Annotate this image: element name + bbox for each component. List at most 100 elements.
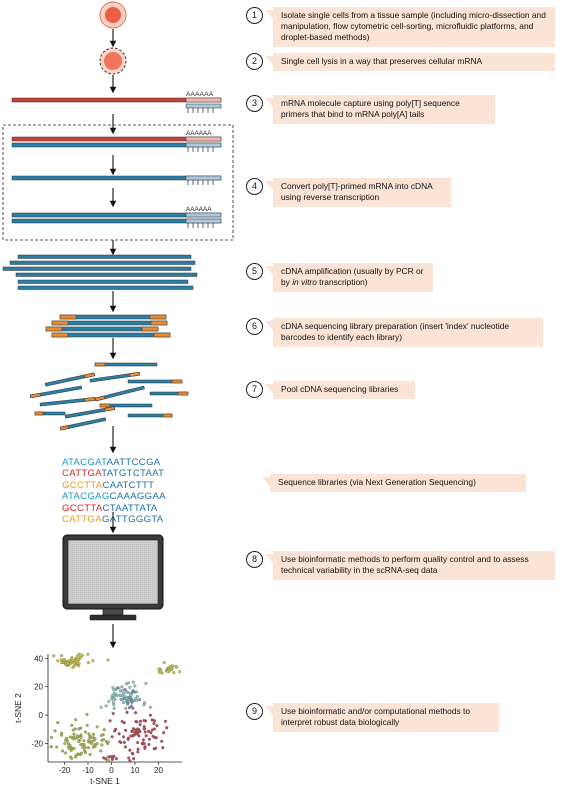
- data-point: [134, 711, 138, 715]
- data-point: [64, 738, 68, 742]
- y-tick-label: 0: [39, 711, 44, 720]
- data-point: [138, 719, 143, 723]
- data-point: [144, 719, 148, 723]
- data-point: [131, 729, 135, 733]
- data-point: [93, 744, 97, 748]
- data-point: [129, 704, 133, 708]
- data-point: [66, 742, 71, 746]
- data-point: [131, 706, 135, 710]
- x-tick-label: -10: [82, 766, 94, 775]
- data-point: [162, 731, 166, 735]
- data-point: [53, 729, 57, 733]
- data-point: [162, 661, 166, 665]
- data-point: [132, 757, 136, 761]
- data-point: [143, 730, 147, 734]
- data-point: [135, 732, 139, 736]
- data-point: [134, 728, 138, 732]
- data-point: [115, 686, 119, 690]
- data-point: [138, 723, 142, 727]
- data-point: [143, 701, 147, 705]
- data-point: [83, 750, 88, 755]
- data-point: [89, 741, 93, 745]
- step-description: Use bioinformatic and/or computational m…: [265, 703, 499, 732]
- y-tick-label: -20: [31, 740, 43, 749]
- data-point: [111, 686, 115, 690]
- data-point: [147, 742, 151, 747]
- data-point: [133, 684, 137, 688]
- data-point: [128, 692, 132, 696]
- step-description: mRNA molecule capture using poly[T] sequ…: [265, 95, 495, 124]
- sequence-read: CATTGATATGTCTAAT: [62, 468, 166, 479]
- library-preparation: [45, 314, 171, 338]
- data-point: [61, 749, 65, 753]
- data-point: [75, 660, 79, 664]
- data-point: [60, 731, 64, 735]
- data-point: [178, 670, 182, 674]
- data-point: [104, 704, 108, 708]
- step-number: 4: [246, 178, 263, 195]
- data-point: [76, 664, 81, 668]
- data-point: [73, 727, 77, 731]
- step-1: 1 Isolate single cells from a tissue sam…: [246, 7, 555, 47]
- data-point: [110, 735, 114, 739]
- data-point: [106, 658, 110, 662]
- data-point: [135, 698, 139, 702]
- data-point: [123, 745, 127, 749]
- data-point: [124, 706, 128, 710]
- data-point: [117, 732, 121, 736]
- data-point: [79, 735, 83, 739]
- data-point: [72, 747, 76, 751]
- step-description: cDNA sequencing library preparation (ins…: [265, 318, 543, 347]
- step-6: 6 cDNA sequencing library preparation (i…: [246, 318, 543, 347]
- data-point: [158, 669, 163, 673]
- data-point: [85, 712, 89, 717]
- data-point: [160, 671, 164, 675]
- data-point: [129, 696, 133, 700]
- data-point: [169, 665, 173, 669]
- data-point: [92, 738, 96, 742]
- data-point: [63, 741, 67, 746]
- read-segment: CAATCTTT: [102, 479, 155, 491]
- data-point: [52, 654, 56, 658]
- data-point: [68, 747, 72, 751]
- data-point: [160, 739, 164, 743]
- data-point: [62, 658, 66, 662]
- data-point: [78, 655, 82, 659]
- data-point: [136, 741, 140, 745]
- data-point: [70, 656, 74, 660]
- data-point: [152, 721, 156, 726]
- data-point: [125, 710, 129, 714]
- step-sequencing: Sequence libraries (via Next Generation …: [262, 474, 526, 492]
- data-point: [122, 697, 126, 701]
- data-point: [49, 745, 53, 749]
- data-point: [118, 689, 123, 693]
- data-point: [120, 685, 124, 689]
- computer-monitor-icon: [62, 534, 164, 621]
- data-point: [100, 743, 104, 747]
- x-tick-label: -20: [59, 766, 71, 775]
- data-point: [147, 729, 151, 733]
- data-point: [70, 723, 74, 727]
- data-point: [91, 659, 95, 663]
- data-point: [165, 726, 169, 730]
- step-8: 8 Use bioinformatic methods to perform q…: [246, 551, 555, 580]
- data-point: [149, 731, 153, 735]
- data-point: [107, 759, 111, 763]
- step-number: 3: [246, 95, 263, 112]
- polya-label: AAAAAA: [186, 91, 214, 98]
- data-point: [172, 671, 176, 675]
- data-point: [87, 739, 91, 743]
- data-point: [155, 724, 159, 728]
- data-point: [86, 746, 90, 750]
- data-point: [56, 721, 60, 725]
- data-point: [118, 740, 122, 744]
- mrna-capture: AAAAAA: [11, 91, 222, 113]
- data-point: [99, 705, 103, 709]
- data-point: [83, 730, 88, 734]
- data-point: [124, 728, 128, 732]
- data-point: [112, 703, 116, 707]
- data-point: [87, 732, 91, 736]
- data-point: [78, 752, 82, 757]
